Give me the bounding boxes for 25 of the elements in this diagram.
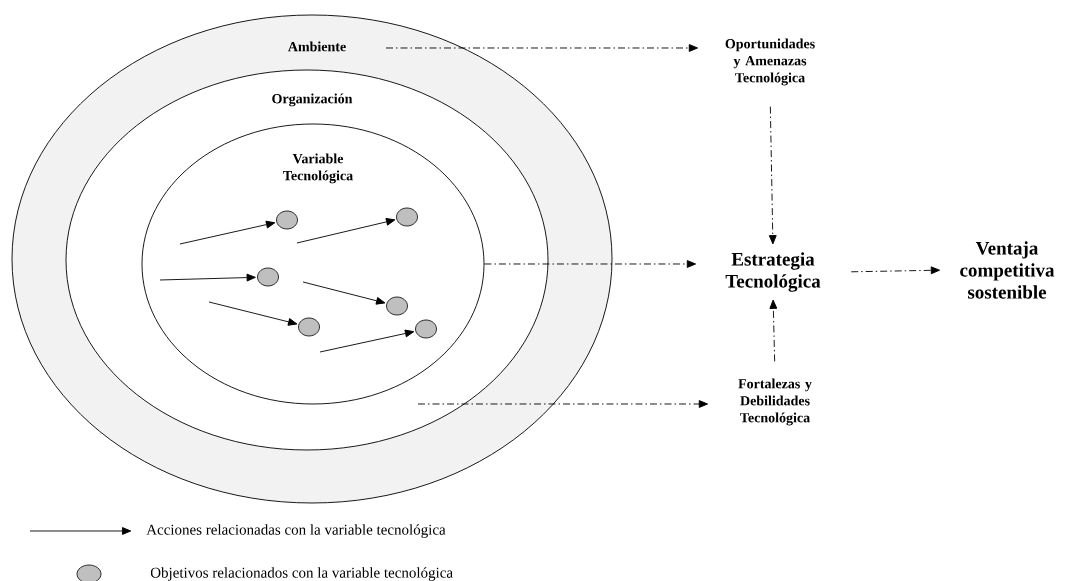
arrow [484,260,697,268]
arrow [385,44,699,52]
concept-label: Fortalezas y Debilidades Tecnológica [738,378,812,426]
ellipse-region: Variable Tecnológica [141,123,485,405]
legend-text: Acciones relacionadas con la variable tecnológica [146,524,446,538]
arrow [159,273,256,282]
objective-circle [276,210,298,230]
arrow [850,266,941,275]
objective-circle [298,317,320,337]
arrow [296,218,396,244]
objective-circle [396,207,418,227]
objective-circle [257,267,279,287]
objective-circle [415,319,437,339]
objective-circle [386,296,408,316]
concept-label: Ventaja competitiva sostenible [960,241,1055,299]
concept-label: Estrategia Tecnológica [725,252,821,292]
arrow [769,299,778,362]
concept-label: Oportunidades y Amenazas Tecnológica [725,38,815,86]
arrow [417,400,709,408]
arrow [302,281,386,305]
arrow [768,106,777,245]
arrow [208,301,298,326]
legend-text: Objetivos relacionados con la variable tecnológica [150,567,453,581]
arrow [319,329,415,353]
arrow [179,220,276,245]
